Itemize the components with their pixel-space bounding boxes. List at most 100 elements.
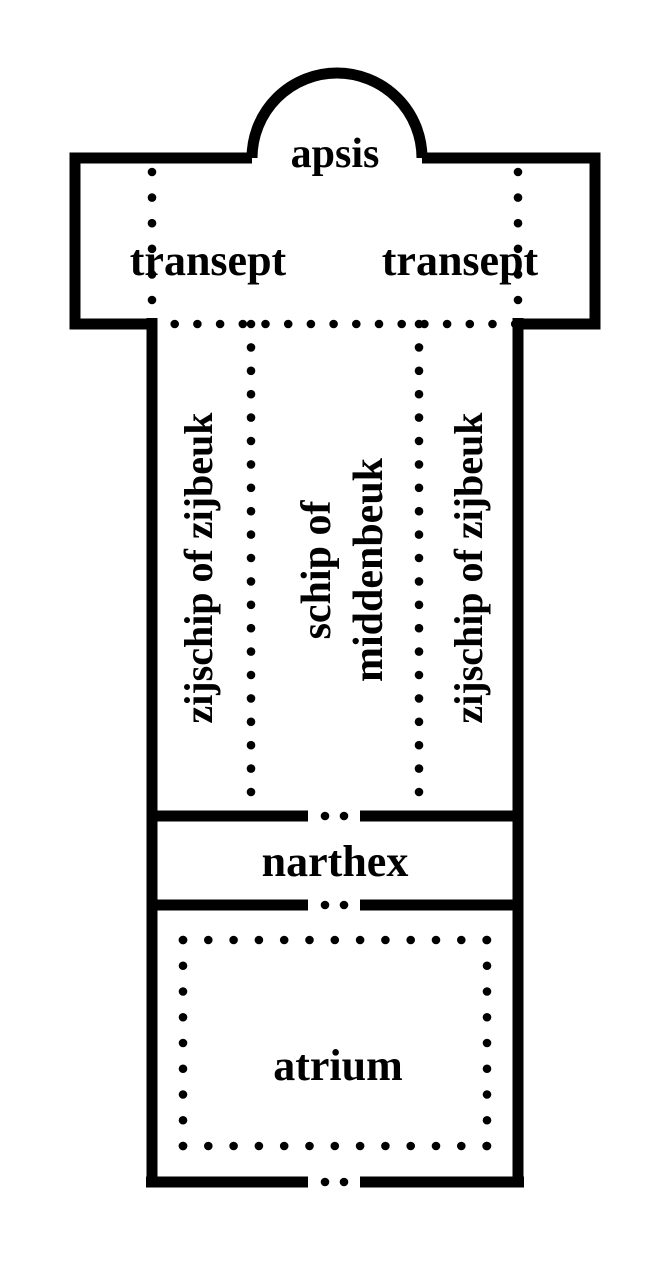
crossing-line-dot — [488, 319, 497, 329]
atrium-colonnade-dot — [178, 1064, 188, 1074]
colonnade-dot — [414, 740, 424, 750]
colonnade-dot — [246, 577, 256, 586]
atrium-colonnade-dot — [406, 935, 416, 945]
atrium-colonnade-dot — [482, 1038, 492, 1048]
walls — [69, 67, 601, 1188]
doorway-dot — [320, 811, 330, 821]
colonnade-dot — [414, 483, 424, 493]
crossing-line-dot — [442, 319, 452, 329]
colonnade-dot — [414, 460, 424, 469]
atrium-colonnade-dot — [204, 1141, 213, 1151]
colonnade-dot — [246, 506, 256, 516]
atrium-label: atrium — [273, 1041, 403, 1090]
crossing-line-dot — [283, 319, 293, 329]
atrium-colonnade-dot — [482, 987, 492, 996]
atrium-colonnade-dot — [355, 935, 365, 945]
atrium-colonnade-dot — [178, 1090, 188, 1099]
crossing-line-dot — [510, 319, 520, 329]
transept-divider-dot — [513, 193, 523, 202]
colonnade-dot — [246, 436, 256, 446]
narthex-label: narthex — [262, 837, 409, 886]
transept-divider-dot — [513, 295, 523, 305]
doorway-dot — [320, 900, 330, 910]
colonnade-dot — [246, 600, 256, 610]
colonnade-dot — [246, 717, 256, 727]
colonnade-dot — [246, 366, 256, 376]
colonnade-dot — [414, 389, 424, 399]
colonnade-dot — [246, 694, 256, 703]
atrium-colonnade-dot — [305, 1141, 314, 1151]
colonnade-dot — [246, 764, 256, 773]
crossing-line-dot — [465, 319, 475, 329]
colonnade-dot — [246, 740, 256, 750]
atrium-colonnade-dot — [482, 935, 492, 945]
colonnade-dot — [414, 530, 424, 539]
transept-divider-dot — [513, 270, 523, 279]
colonnade-dot — [414, 787, 424, 797]
atrium-colonnade-dot — [330, 1141, 340, 1151]
crossing-line-dot — [147, 319, 157, 329]
crossing-line-dot — [374, 319, 384, 329]
colonnade-dot — [246, 389, 256, 399]
transept-wall — [69, 152, 252, 330]
colonnade-dot — [414, 577, 424, 586]
apse-wall — [246, 67, 428, 159]
crossing-line-dot — [170, 319, 179, 329]
atrium-colonnade-dot — [381, 1141, 390, 1151]
colonnade-dot — [414, 436, 424, 446]
atrium-colonnade-dot — [178, 1038, 188, 1048]
atrium-colonnade-dot — [229, 935, 238, 945]
transept-divider-dot — [147, 193, 157, 202]
crossing-line-dot — [329, 319, 338, 329]
aisle-left-label: zijschip of zijbeuk — [176, 412, 221, 724]
colonnade-dot — [414, 553, 424, 563]
colonnade-dot — [414, 366, 424, 376]
colonnade-dot — [414, 413, 424, 422]
transept-divider-dot — [513, 167, 523, 177]
atrium-colonnade-dot — [457, 1141, 466, 1151]
colonnade-dot — [414, 506, 424, 516]
transept-divider-dot — [147, 218, 157, 228]
atrium-colonnade-dot — [406, 1141, 416, 1151]
transept-left-label: transept — [130, 236, 287, 285]
atrium-colonnade-dot — [178, 1115, 188, 1125]
atrium-colonnade-dot — [178, 935, 188, 945]
aisle-right-label: zijschip of zijbeuk — [446, 412, 491, 724]
crossing-line-dot — [397, 319, 407, 329]
atrium-colonnade-dot — [178, 1012, 188, 1022]
doorway-dot — [339, 811, 349, 821]
atrium-colonnade-dot — [431, 1141, 441, 1151]
atrium-colonnade-dot — [178, 987, 188, 996]
colonnade-dot — [246, 553, 256, 563]
atrium-colonnade-dot — [457, 935, 466, 945]
atrium-colonnade-dot — [254, 1141, 264, 1151]
doorway-dot — [320, 1177, 330, 1187]
atrium-colonnade-dot — [279, 935, 289, 945]
colonnade-dot — [414, 343, 424, 352]
colonnade-dot — [414, 600, 424, 610]
colonnade-dot — [246, 319, 256, 329]
colonnade-dot — [246, 483, 256, 493]
atrium-colonnade-dot — [254, 935, 264, 945]
colonnade-dot — [246, 623, 256, 633]
colonnade-dot — [414, 670, 424, 680]
colonnade-dot — [246, 343, 256, 352]
transept-divider-dot — [513, 244, 523, 254]
colonnade-dot — [414, 717, 424, 727]
transept-wall-right — [422, 152, 601, 330]
crossing-line-dot — [193, 319, 202, 329]
nave-label-line1: schip of — [294, 500, 340, 640]
crossing-line-dot — [238, 319, 248, 329]
atrium-colonnade-dot — [482, 1141, 492, 1151]
atrium-colonnade-dot — [482, 1090, 492, 1099]
atrium-colonnade-dot — [381, 935, 390, 945]
colonnade-dot — [414, 694, 424, 703]
doorway-dot — [339, 900, 349, 910]
colonnade-dots — [147, 167, 523, 1187]
colonnade-dot — [246, 460, 256, 469]
transept-divider-dot — [513, 218, 523, 228]
apse-label: apsis — [291, 131, 380, 177]
atrium-colonnade-dot — [229, 1141, 238, 1151]
nave-label-line2: middenbeuk — [346, 457, 392, 682]
atrium-colonnade-dot — [279, 1141, 289, 1151]
